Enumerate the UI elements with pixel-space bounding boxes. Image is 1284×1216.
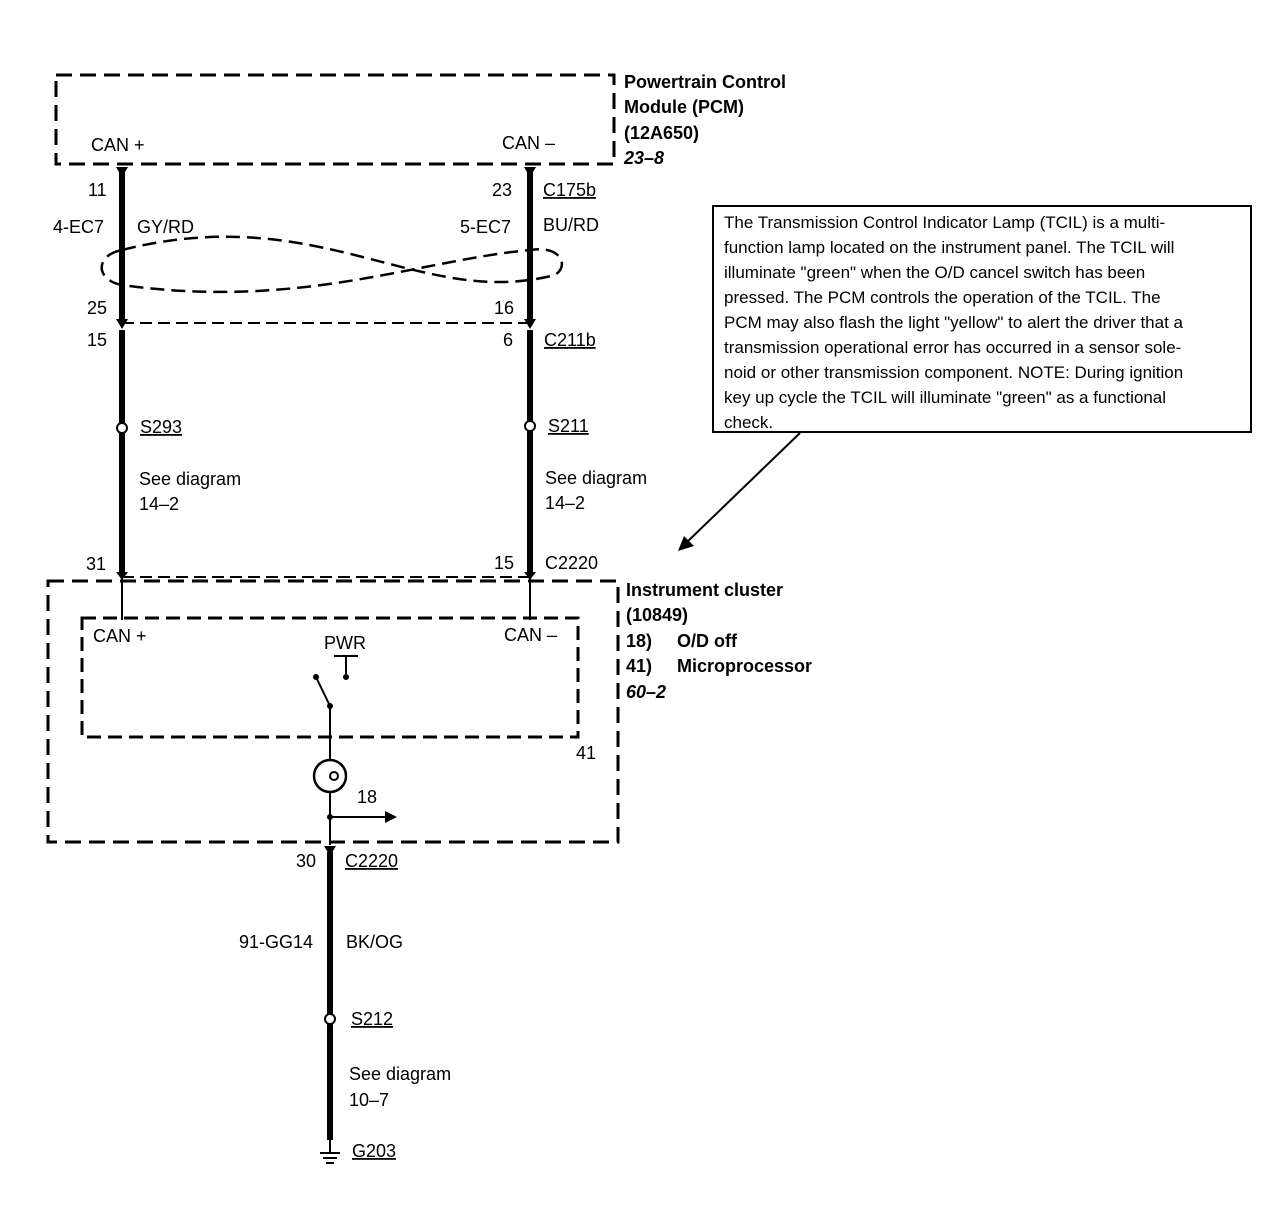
splice-s211: S211 bbox=[548, 416, 589, 436]
can-plus-color: GY/RD bbox=[137, 217, 194, 237]
pcm-part-number: (12A650) bbox=[624, 123, 699, 143]
can-minus-see-diagram: See diagram bbox=[545, 468, 647, 488]
note-box: The Transmission Control Indicator Lamp … bbox=[712, 205, 1252, 433]
twisted-pair-symbol bbox=[100, 235, 564, 294]
lamp-arrow bbox=[327, 811, 397, 823]
can-minus-pin-pcm: 23 bbox=[492, 180, 512, 200]
pcm-page-ref: 23–8 bbox=[623, 148, 664, 168]
note-line: The Transmission Control Indicator Lamp … bbox=[724, 213, 1166, 232]
pcm-title-line2: Module (PCM) bbox=[624, 97, 744, 117]
note-line: check. bbox=[724, 413, 774, 432]
cluster-item2-label: Microprocessor bbox=[677, 656, 812, 676]
note-line: illuminate "green" when the O/D cancel s… bbox=[724, 263, 1146, 282]
can-minus-wire bbox=[524, 167, 536, 620]
ground-g203: G203 bbox=[352, 1141, 396, 1161]
pcm-title-line1: Powertrain Control bbox=[624, 72, 786, 92]
switch-symbol bbox=[313, 655, 358, 760]
can-minus-circuit: 5-EC7 bbox=[460, 217, 511, 237]
can-plus-pin-c211-out: 15 bbox=[87, 330, 107, 350]
lamp-icon bbox=[312, 758, 348, 845]
callout-arrow bbox=[678, 432, 801, 551]
micro-pwr-label: PWR bbox=[324, 633, 366, 653]
can-minus-pin-c211-in: 16 bbox=[494, 298, 514, 318]
note-line: key up cycle the TCIL will illuminate "g… bbox=[724, 388, 1167, 407]
connector-c175b: C175b bbox=[543, 180, 596, 200]
can-minus-color: BU/RD bbox=[543, 215, 599, 235]
can-plus-circuit: 4-EC7 bbox=[53, 217, 104, 237]
cluster-item2-number: 41) bbox=[626, 656, 652, 676]
cluster-box bbox=[46, 579, 620, 844]
note-line: PCM may also flash the light "yellow" to… bbox=[724, 313, 1183, 332]
ground-see-diagram: See diagram bbox=[349, 1064, 451, 1084]
can-plus-wire bbox=[116, 167, 128, 620]
can-plus-see-diagram-ref: 14–2 bbox=[139, 494, 179, 514]
can-minus-see-diagram-ref: 14–2 bbox=[545, 493, 585, 513]
ground-see-diagram-ref: 10–7 bbox=[349, 1090, 389, 1110]
ground-wire-color: BK/OG bbox=[346, 932, 403, 952]
ground-wire-circuit: 91-GG14 bbox=[239, 932, 313, 952]
can-plus-pin-cluster: 31 bbox=[86, 554, 106, 574]
cluster-item1-label: O/D off bbox=[677, 631, 738, 651]
connector-c211b: C211b bbox=[544, 330, 596, 350]
splice-s212: S212 bbox=[351, 1009, 393, 1029]
can-minus-pin-c211-out: 6 bbox=[503, 330, 513, 350]
cluster-title: Instrument cluster bbox=[626, 580, 783, 600]
ground-icon bbox=[320, 1140, 340, 1164]
can-plus-pin-pcm: 11 bbox=[88, 180, 107, 200]
micro-can-minus-label: CAN – bbox=[504, 625, 557, 645]
note-line: transmission operational error has occur… bbox=[724, 338, 1182, 357]
connector-c2220-bottom: C2220 bbox=[345, 851, 398, 871]
ground-wire-pin: 30 bbox=[296, 851, 316, 871]
lamp-number: 18 bbox=[357, 787, 377, 807]
pcm-box bbox=[54, 73, 616, 166]
note-line: noid or other transmission component. NO… bbox=[724, 363, 1184, 382]
microprocessor-number: 41 bbox=[576, 743, 596, 763]
splice-s293: S293 bbox=[140, 417, 182, 437]
micro-can-plus-label: CAN + bbox=[93, 626, 147, 646]
can-plus-see-diagram: See diagram bbox=[139, 469, 241, 489]
cluster-part-number: (10849) bbox=[626, 605, 688, 625]
connector-c2220-top: C2220 bbox=[545, 553, 598, 573]
can-minus-pin-cluster: 15 bbox=[494, 553, 514, 573]
note-line: pressed. The PCM controls the operation … bbox=[724, 288, 1161, 307]
ground-wire bbox=[324, 846, 336, 1140]
note-line: function lamp located on the instrument … bbox=[724, 238, 1175, 257]
pcm-can-plus-label: CAN + bbox=[91, 135, 145, 155]
cluster-item1-number: 18) bbox=[626, 631, 652, 651]
cluster-page-ref: 60–2 bbox=[626, 682, 666, 702]
can-plus-pin-c211-in: 25 bbox=[87, 298, 107, 318]
pcm-can-minus-label: CAN – bbox=[502, 133, 555, 153]
